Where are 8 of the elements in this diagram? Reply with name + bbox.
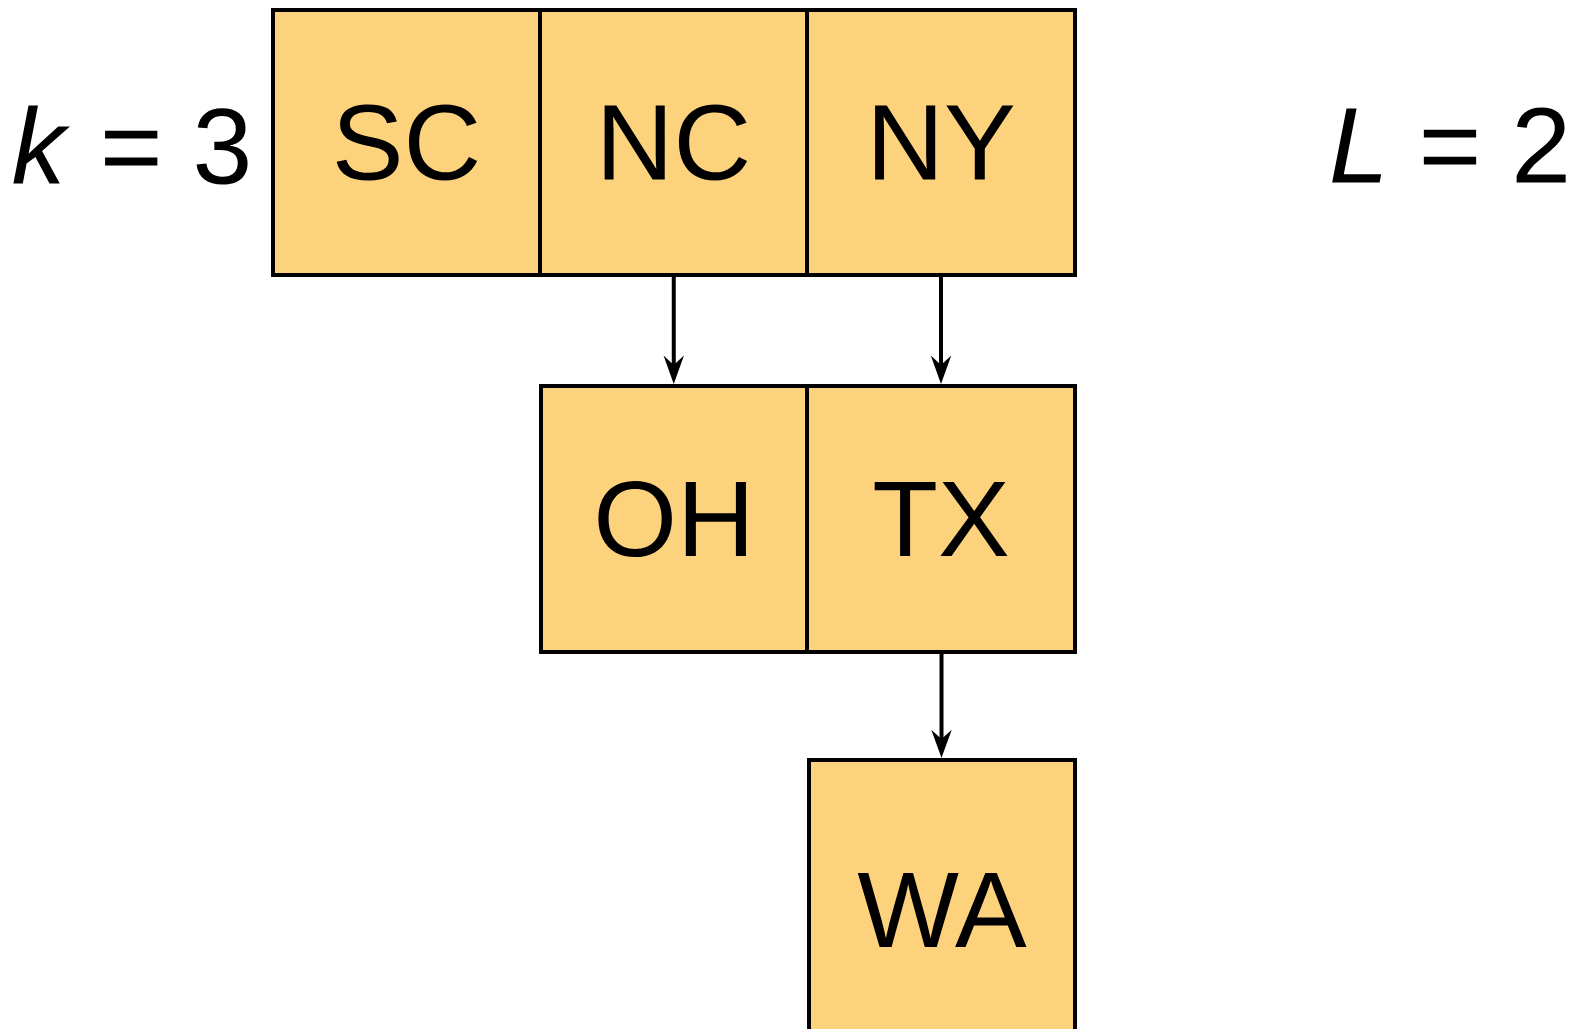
state-box: SC: [271, 8, 542, 277]
state-box: NY: [805, 8, 1077, 277]
state-box: WA: [807, 758, 1077, 1029]
state-box: TX: [805, 384, 1077, 654]
state-box: NC: [538, 8, 809, 277]
parameter-label: L = 2: [1332, 107, 1566, 183]
state-box: OH: [539, 384, 809, 654]
parameter-label: k = 3: [13, 105, 248, 185]
